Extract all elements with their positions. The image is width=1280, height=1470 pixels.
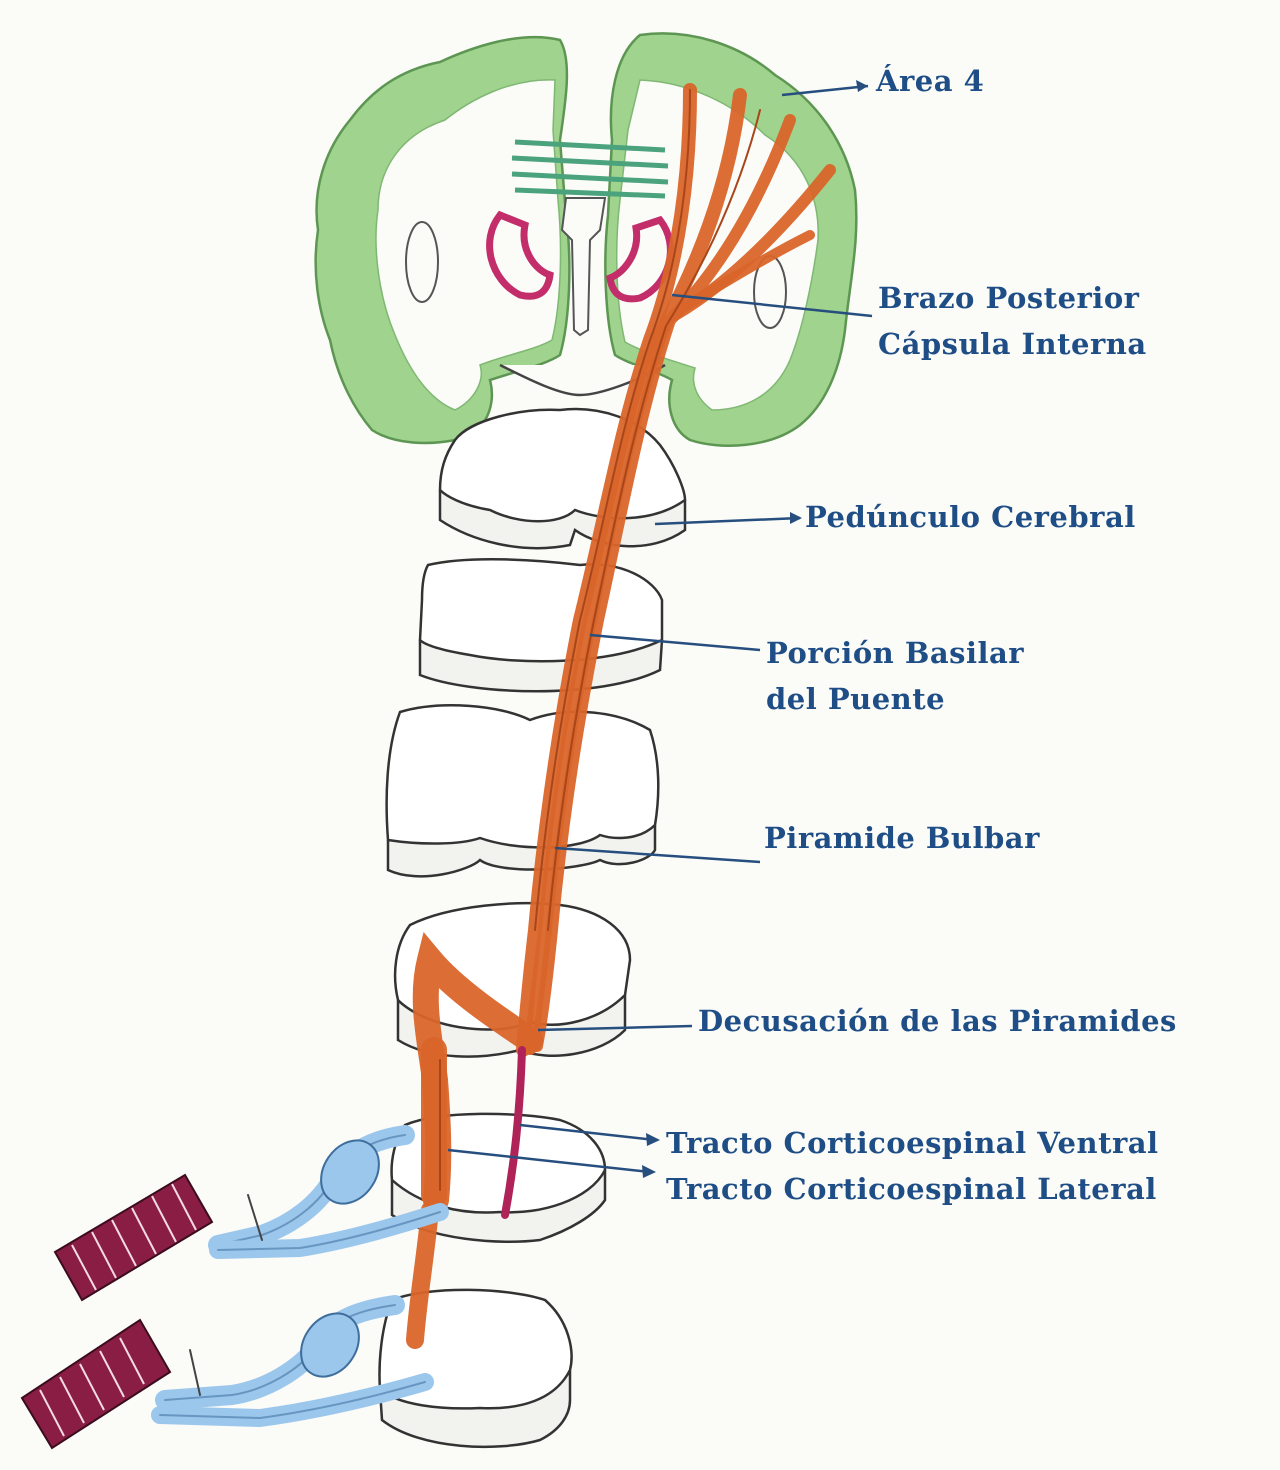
left-lentiform (405, 221, 439, 303)
label-decusacion-text: Decusación de las Piramides (698, 1004, 1177, 1038)
lower-muscle (20, 1318, 172, 1450)
lower-spinal-nerve (151, 1295, 434, 1428)
label-tracto-lateral-text: Tracto Corticoespinal Lateral (666, 1172, 1157, 1206)
third-ventricle (560, 197, 607, 337)
brain-coronal-section (314, 32, 858, 447)
arrow-pedunculo (790, 512, 802, 524)
label-porcion-basilar: Porción Basilar del Puente (766, 630, 1024, 722)
ventral-corticospinal-tract (501, 1046, 526, 1219)
label-area-4-text: Área 4 (876, 64, 985, 98)
label-pedunculo-text: Pedúnculo Cerebral (805, 500, 1136, 534)
upper-spinal-nerve (208, 1125, 449, 1259)
leader-tracto-lateral (447, 1148, 651, 1174)
leader-capsula (671, 293, 873, 318)
section-lumbar-cord (378, 1288, 573, 1449)
label-pedunculo-cerebral: Pedúnculo Cerebral (805, 494, 1136, 540)
leader-lines (447, 80, 873, 1178)
label-piramide-text: Piramide Bulbar (764, 821, 1040, 855)
section-medulla (385, 704, 660, 878)
corticospinal-tract (406, 83, 836, 1349)
label-capsula-line1: Brazo Posterior (878, 281, 1140, 315)
corpus-callosum (511, 139, 669, 199)
label-capsula-interna: Brazo Posterior Cápsula Interna (878, 275, 1147, 367)
leader-area4 (781, 84, 869, 97)
section-midbrain (438, 407, 687, 550)
arrow-tracto-ventral (646, 1133, 660, 1146)
leader-piramide (554, 846, 761, 864)
label-tracto-lateral: Tracto Corticoespinal Lateral (666, 1166, 1157, 1212)
leader-puente (589, 633, 761, 652)
label-puente-line1: Porción Basilar (766, 636, 1025, 670)
left-white-matter (375, 79, 562, 411)
upper-muscle (53, 1173, 214, 1302)
left-caudate (486, 210, 554, 300)
label-area-4: Área 4 (876, 58, 984, 104)
label-piramide-bulbar: Piramide Bulbar (764, 815, 1040, 861)
leader-pedunculo (654, 516, 801, 526)
label-puente-line2: del Puente (766, 682, 946, 716)
arrow-area4 (856, 80, 868, 92)
label-capsula-line2: Cápsula Interna (878, 327, 1147, 361)
section-pons (418, 558, 664, 693)
label-tracto-ventral: Tracto Corticoespinal Ventral (666, 1120, 1159, 1166)
label-decusacion: Decusación de las Piramides (698, 998, 1177, 1044)
leader-decusacion (537, 1024, 693, 1032)
label-tracto-ventral-text: Tracto Corticoespinal Ventral (666, 1126, 1159, 1160)
arrow-tracto-lateral (642, 1165, 656, 1178)
leader-tracto-ventral (519, 1123, 656, 1142)
